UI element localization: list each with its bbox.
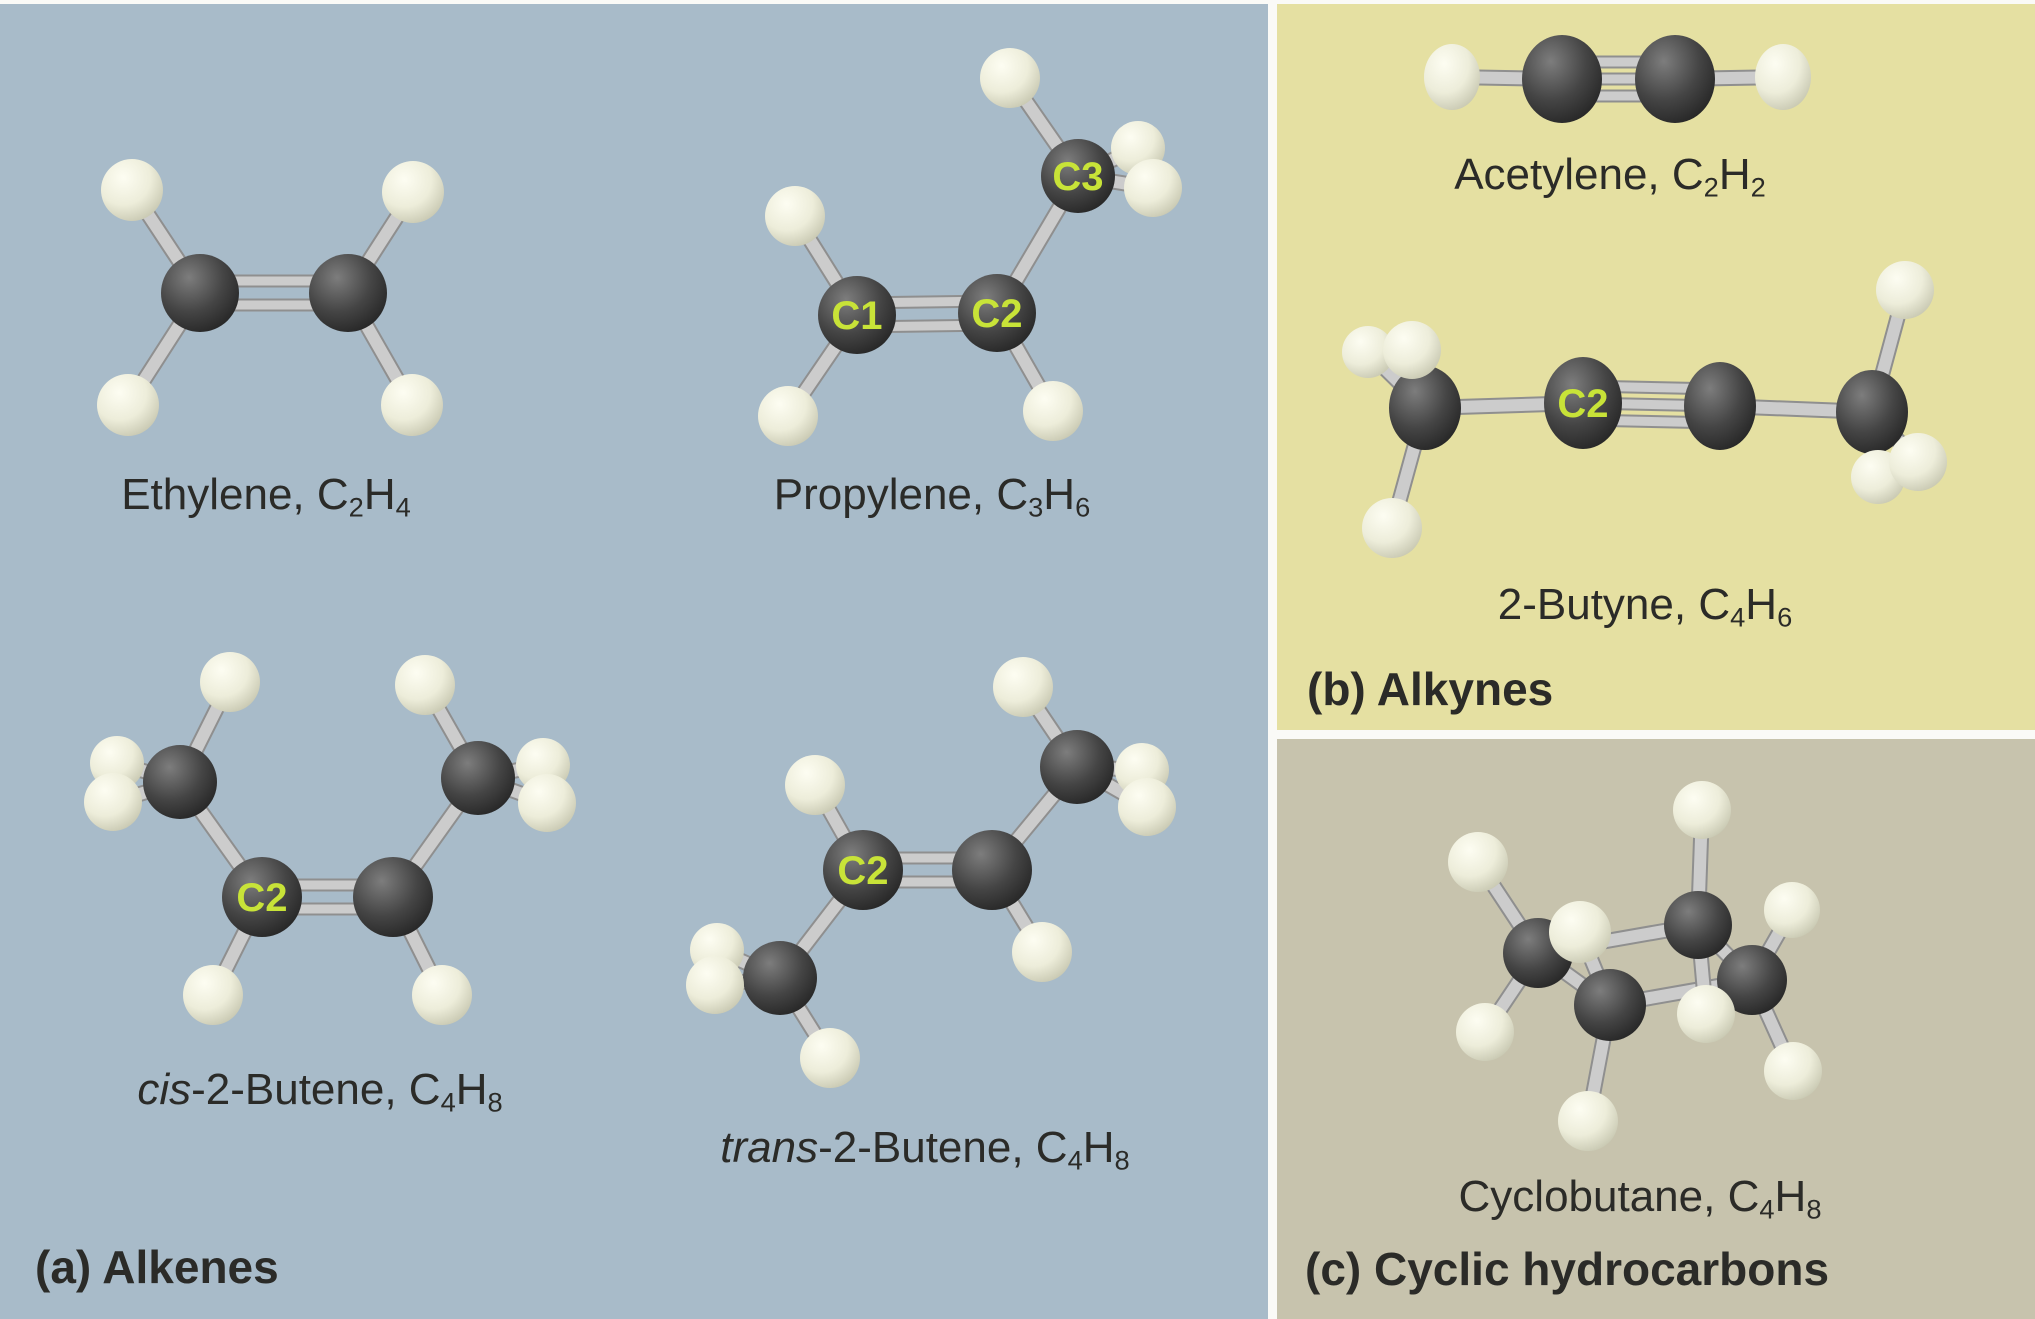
atom-label-c2: C2 [837, 849, 888, 893]
hydrogen-atom [1424, 44, 1480, 110]
hydrogen-atom [1124, 159, 1182, 217]
hydrogen-atom [1118, 778, 1176, 836]
panel-cyclic-hydrocarbons: (c) Cyclic hydrocarbons [1277, 739, 2035, 1319]
carbon-atom [1389, 366, 1461, 450]
hydrogen-atom [101, 159, 163, 221]
carbon-atom [309, 254, 387, 332]
molecule-label-acetylene: Acetylene, C2H2 [1454, 150, 1766, 203]
hydrogen-atom [686, 956, 744, 1014]
hydrogen-atom [758, 386, 818, 446]
molecule-2-butyne: C2 [1335, 255, 1955, 565]
molecule-label-cyclobutane: Cyclobutane, C4H8 [1458, 1172, 1822, 1225]
molecule-drawing-2-butyne: C2 [1342, 261, 1947, 558]
molecule-trans-2-butene: C2 [680, 655, 1190, 1095]
hydrogen-atom [1876, 261, 1934, 319]
hydrogen-atom [1755, 44, 1811, 110]
carbon-atom [1040, 730, 1114, 804]
hydrogen-atom [1764, 1042, 1822, 1100]
molecule-propylene: C1 C2 C3 [755, 48, 1195, 468]
hydrogen-atom [1889, 433, 1947, 491]
atom-label-c2: C2 [1557, 382, 1608, 426]
hydrogen-atom [1342, 326, 1394, 378]
molecule-label-ethylene: Ethylene, C2H4 [121, 470, 411, 523]
atom-label-c2: C2 [971, 292, 1022, 336]
hydrogen-atom [382, 161, 444, 223]
molecule-label-cis-2-butene: cis-2-Butene, C4H8 [137, 1065, 503, 1118]
molecule-drawing-cyclobutane [1448, 781, 1822, 1151]
carbon-atom [222, 857, 302, 937]
hydrogen-atom [1383, 321, 1441, 379]
carbon-atom [1684, 362, 1756, 450]
hydrogen-atom [1549, 901, 1611, 963]
molecule-drawing-cis-2-butene: C2 [84, 652, 576, 1025]
carbon-atom [743, 941, 817, 1015]
hydrogen-atom [395, 655, 455, 715]
molecule-cyclobutane [1440, 775, 1830, 1160]
carbon-atom [818, 276, 896, 354]
carbon-atom [1574, 969, 1646, 1041]
molecule-ethylene [70, 130, 490, 460]
hydrogen-atom [1764, 882, 1820, 938]
hydrogen-atom [97, 374, 159, 436]
molecule-drawing-propylene: C1 C2 C3 [758, 48, 1182, 446]
carbon-atom [353, 857, 433, 937]
carbon-atom [1836, 370, 1908, 454]
panel-label-alkenes: (a) Alkenes [35, 1241, 279, 1293]
carbon-atom [952, 830, 1032, 910]
carbon-atom [1544, 357, 1622, 449]
hydrogen-atom [518, 774, 576, 832]
hydrogen-atom [381, 374, 443, 436]
hydrogen-atom [1448, 832, 1508, 892]
panel-label-cyclic-hydrocarbons: (c) Cyclic hydrocarbons [1305, 1243, 1830, 1295]
hydrogen-atom [785, 755, 845, 815]
hydrogen-atom [765, 186, 825, 246]
hydrogen-atom [1677, 985, 1735, 1043]
molecule-drawing-ethylene [97, 159, 444, 436]
molecule-acetylene [1400, 15, 1840, 145]
molecule-label-propylene: Propylene, C3H6 [773, 470, 1091, 523]
atom-label-c1: C1 [831, 294, 882, 338]
molecule-cis-2-butene: C2 [80, 635, 580, 1035]
molecule-label-trans-2-butene: trans-2-Butene, C4H8 [720, 1123, 1130, 1176]
hydrogen-atom [412, 965, 472, 1025]
carbon-atom [1717, 945, 1787, 1015]
hydrogen-atom [1558, 1091, 1618, 1151]
carbon-atom [1664, 891, 1732, 959]
hydrogen-atom [1023, 381, 1083, 441]
hydrogen-atom [183, 965, 243, 1025]
atom-label-c3: C3 [1052, 155, 1103, 199]
panel-label-alkynes: (b) Alkynes [1307, 663, 1554, 715]
carbon-atom [441, 741, 515, 815]
hydrogen-atom [993, 657, 1053, 717]
carbon-atom [143, 745, 217, 819]
carbon-atom [823, 830, 903, 910]
hydrogen-atom [1673, 781, 1731, 839]
carbon-atom [1635, 35, 1715, 123]
carbon-atom [161, 254, 239, 332]
carbon-atom [1522, 35, 1602, 123]
hydrogen-atom [980, 48, 1040, 108]
hydrogen-atom [1012, 922, 1072, 982]
molecule-label-2-butyne: 2-Butyne, C4H6 [1497, 580, 1793, 633]
carbon-atom [958, 274, 1036, 352]
hydrogen-atom [1362, 498, 1422, 558]
molecule-drawing-acetylene [1424, 35, 1811, 123]
hydrogen-atom [200, 652, 260, 712]
hydrogen-atom [800, 1028, 860, 1088]
carbon-atom [1041, 139, 1115, 213]
molecule-drawing-trans-2-butene: C2 [686, 657, 1176, 1088]
hydrogen-atom [84, 773, 142, 831]
atom-label-c2: C2 [236, 876, 287, 920]
hydrogen-atom [1456, 1003, 1514, 1061]
